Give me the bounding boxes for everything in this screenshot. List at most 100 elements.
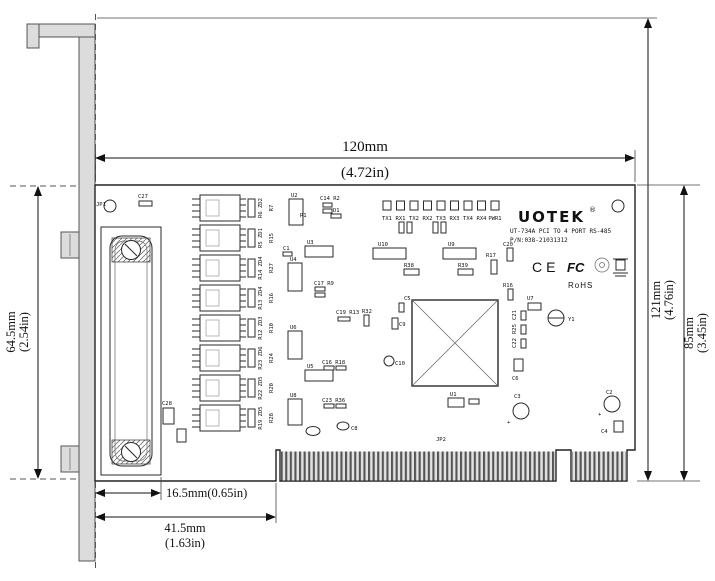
crystal-y1 (547, 309, 565, 327)
row-label: R14 ZD4 (258, 256, 264, 280)
ic-u10 (372, 247, 407, 260)
components (138, 198, 624, 443)
component-label: U7 (527, 296, 534, 302)
db-connector (100, 226, 162, 476)
dim-bracket-inches: (2.54in) (17, 312, 31, 352)
row-label: R19 ZD5 (258, 406, 264, 429)
component-label: R39 (458, 263, 468, 269)
dimension-overall-height: 121mm (4.76in) (97, 17, 700, 482)
dim-pcb-height-value: 85mm (682, 317, 696, 349)
bracket-top-lip (26, 23, 40, 49)
led-rx3 (450, 200, 459, 211)
component-label: C19 R13 (336, 310, 359, 316)
cap-c10 (383, 355, 395, 367)
component-label: C20 (503, 242, 513, 248)
dim-width-value: 120mm (342, 139, 388, 155)
ic-u5 (304, 369, 334, 382)
component-label: R32 (362, 309, 372, 315)
cap-c28 (162, 407, 175, 425)
row-side-label: R15 (269, 233, 275, 243)
component-label: C23 R36 (322, 398, 345, 404)
led-tx2 (409, 200, 419, 211)
ic-u6 (287, 330, 303, 360)
component-label: U10 (378, 242, 388, 248)
dimension-connector-offset: 16.5mm(0.65in) (95, 477, 247, 500)
cap-c6 (513, 358, 524, 372)
dimension-front-width: 41.5mm (1.63in) (95, 483, 277, 550)
led-tx1 (382, 200, 392, 211)
row-side-label: R16 (269, 293, 275, 303)
component-label: C9 (399, 322, 406, 328)
row-label: R13 ZD4 (258, 286, 264, 310)
ic-u8 (287, 398, 303, 426)
dim-front-inches: (1.63in) (165, 536, 205, 550)
component-label: C21 (512, 310, 518, 320)
cap-c2 (603, 395, 621, 413)
dimension-bracket-height: 64.5mm (2.54in) (4, 186, 42, 479)
component-label: R38 (404, 263, 414, 269)
part-number-text: P/N:038-21031312 (510, 237, 568, 244)
component-label: C10 (395, 361, 405, 367)
dim-offset-value: 16.5mm(0.65in) (166, 486, 247, 500)
component-label: JP1 (96, 202, 106, 208)
led-label: RX1 (396, 216, 406, 222)
led-tx4 (463, 200, 473, 211)
component-label: U2 (291, 193, 298, 199)
row-side-label: R20 (269, 383, 275, 393)
component-label: C2 (606, 390, 613, 396)
dim-width-inches: (4.72in) (341, 165, 389, 181)
component-label: R17 (486, 253, 496, 259)
component-label: U3 (307, 240, 314, 246)
component-label: C4 (601, 429, 608, 435)
pci-edge-connector-long (281, 451, 555, 481)
component-label: R16 (503, 283, 513, 289)
led-label: TX1 (382, 216, 392, 222)
row-side-label: R10 (269, 323, 275, 333)
component-label: JP2 (436, 437, 446, 443)
row-side-label: R24 (269, 352, 275, 363)
ic-main-controller (411, 299, 499, 387)
cap-c9 (391, 317, 399, 330)
model-text: UT-734A PCI TO 4 PORT RS-485 (510, 228, 612, 235)
component-label: U8 (290, 393, 297, 399)
silkscreen: UOTEK ® UT-734A PCI TO 4 PORT RS-485 P/N… (510, 206, 612, 244)
component-label: C27 (138, 194, 148, 200)
dim-overall-height-value: 121mm (649, 281, 663, 319)
led-label: RX4 (477, 216, 488, 222)
component-label: U4 (290, 257, 297, 263)
certification-marks: CE FC RoHS (532, 257, 628, 290)
led-rx1 (396, 200, 405, 211)
component-label: U5 (307, 364, 314, 370)
ic-u4 (287, 262, 303, 292)
ce-mark: CE (532, 259, 559, 275)
dimension-pcb-height: 85mm (3.45in) (637, 184, 709, 481)
weee-bin-icon (613, 258, 628, 277)
row-label: R6 ZD2 (258, 198, 264, 218)
dim-front-value: 41.5mm (164, 521, 206, 535)
cap-c8 (336, 421, 350, 431)
component-label: R1 (300, 213, 307, 219)
led-label: TX4 (463, 216, 474, 222)
fcc-mark: FC (567, 260, 585, 275)
isolation-row: R13 ZD4 R16 (192, 284, 275, 312)
cap-c27 (138, 200, 153, 207)
component-label: C6 (512, 376, 519, 382)
mounting-bracket (26, 23, 96, 562)
cap-c5 (398, 302, 405, 313)
row-label: R23 ZD6 (258, 346, 264, 369)
component-label: + (507, 420, 511, 426)
ic-u9 (442, 247, 477, 260)
emark-icon (594, 257, 610, 273)
bracket-vertical-bar (78, 36, 96, 562)
mounting-hole-left (103, 199, 117, 213)
isolation-row: R23 ZD6 R24 (192, 344, 275, 372)
led-tx3 (436, 200, 446, 211)
dim-bracket-value: 64.5mm (4, 311, 18, 353)
